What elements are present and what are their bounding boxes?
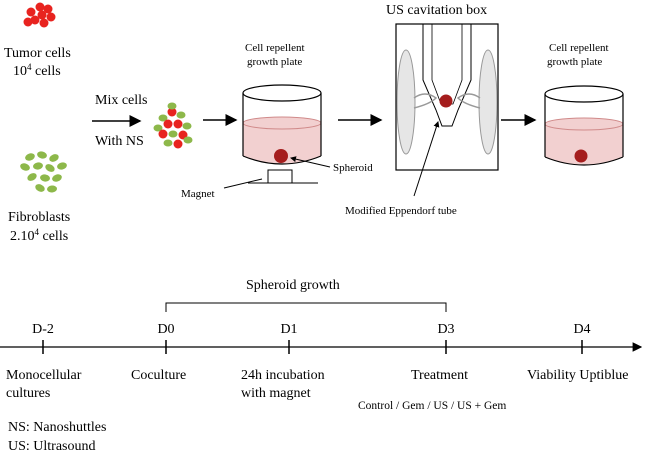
plate2-well xyxy=(544,85,624,166)
with-ns-label: With NS xyxy=(95,134,144,149)
magnet-block xyxy=(267,169,293,184)
plate1-spheroid xyxy=(274,149,288,163)
spheroid-growth-bracket xyxy=(165,302,447,312)
plate2-label-line1: Cell repellent xyxy=(549,42,609,54)
tumor-cells-count: 104 cells xyxy=(13,62,61,79)
mixed-cells-cluster xyxy=(153,102,193,149)
timepoint-day: D-2 xyxy=(32,322,54,337)
timepoint-desc: Coculture xyxy=(131,368,186,383)
timepoint-desc: with magnet xyxy=(241,386,311,401)
timepoint-day: D4 xyxy=(573,322,590,337)
timepoint-day: D0 xyxy=(157,322,174,337)
plate1-label-line2: growth plate xyxy=(247,56,302,68)
plate1-label-line1: Cell repellent xyxy=(245,42,305,54)
spheroid-growth-label: Spheroid growth xyxy=(246,278,340,293)
timepoint-desc: Viability Uptiblue xyxy=(527,368,628,383)
fibroblasts-label: Fibroblasts xyxy=(8,210,70,225)
timepoint-desc: Treatment xyxy=(411,368,468,383)
us-box-title: US cavitation box xyxy=(386,3,487,18)
spheroid-label: Spheroid xyxy=(333,162,373,174)
plate2-spheroid xyxy=(574,149,588,163)
treatment-groups: Control / Gem / US / US + Gem xyxy=(358,400,506,412)
us-box-spheroid xyxy=(439,94,453,108)
spheroid-pointer xyxy=(290,156,331,168)
timepoint-day: D1 xyxy=(280,322,297,337)
timepoint-desc: 24h incubation xyxy=(241,368,325,383)
timepoint-d0: D0 Coculture xyxy=(131,322,186,383)
timepoint-day: D3 xyxy=(437,322,454,337)
eppendorf-pointer xyxy=(413,121,440,197)
timepoint-desc: Monocellular xyxy=(6,368,82,383)
legend-us: US: Ultrasound xyxy=(8,439,96,453)
magnet-pointer xyxy=(223,178,263,189)
tumor-cells-cluster xyxy=(23,2,56,28)
fibroblasts-cluster xyxy=(20,151,67,193)
timepoint-d1: D1 24h incubation with magnet xyxy=(241,322,325,401)
mix-cells-label: Mix cells xyxy=(95,93,148,108)
timepoint-d4: D4 Viability Uptiblue xyxy=(527,322,628,383)
legend-ns: NS: Nanoshuttles xyxy=(8,420,106,435)
timepoint-d-2: D-2 Monocellular cultures xyxy=(6,322,82,401)
eppendorf-label: Modified Eppendorf tube xyxy=(345,205,457,217)
timepoint-d3: D3 Treatment Control / Gem / US / US + G… xyxy=(358,322,506,412)
plate2-label-line2: growth plate xyxy=(547,56,602,68)
tumor-cells-label: Tumor cells xyxy=(4,46,71,61)
plate1-well xyxy=(242,84,322,165)
timepoint-desc: cultures xyxy=(6,386,50,401)
fibroblasts-count: 2.104 cells xyxy=(10,227,68,244)
magnet-label: Magnet xyxy=(181,188,215,200)
